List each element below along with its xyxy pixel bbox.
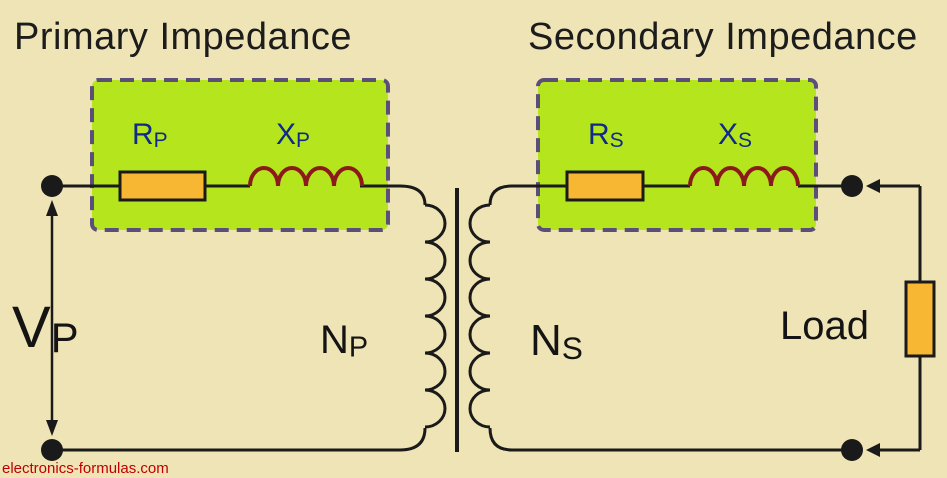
secondary-resistance-label: RS [588,118,624,153]
secondary-turns-label: NS [530,316,583,366]
primary-resistance-label: RP [132,118,168,153]
secondary-inductor [688,166,800,187]
load-label: Load [780,304,869,348]
secondary-terminal-top [841,175,863,197]
primary-wires [52,184,427,452]
secondary-resistor [565,170,645,202]
site-credit: electronics-formulas.com [2,460,169,477]
primary-impedance-title: Primary Impedance [14,16,352,58]
secondary-impedance-title: Secondary Impedance [528,16,918,58]
primary-impedance-box [90,78,390,232]
primary-winding [424,203,447,429]
secondary-terminal-bottom [841,439,863,461]
load-resistor [904,280,936,358]
primary-voltage-label: VP [12,295,79,361]
vp-arrow-top [46,200,58,216]
secondary-reactance-label: XS [718,118,753,153]
primary-terminal-bottom [41,439,63,461]
secondary-winding [468,203,491,429]
primary-inductor [248,166,364,187]
load-arrow-bottom [866,443,880,457]
primary-reactance-label: XP [276,118,311,153]
load-wires [876,184,922,452]
vp-arrow-bottom [46,420,58,436]
load-arrow-top [866,179,880,193]
primary-turns-label: NP [320,318,369,364]
secondary-impedance-box [536,78,818,232]
primary-terminal-top [41,175,63,197]
primary-resistor [118,170,207,202]
